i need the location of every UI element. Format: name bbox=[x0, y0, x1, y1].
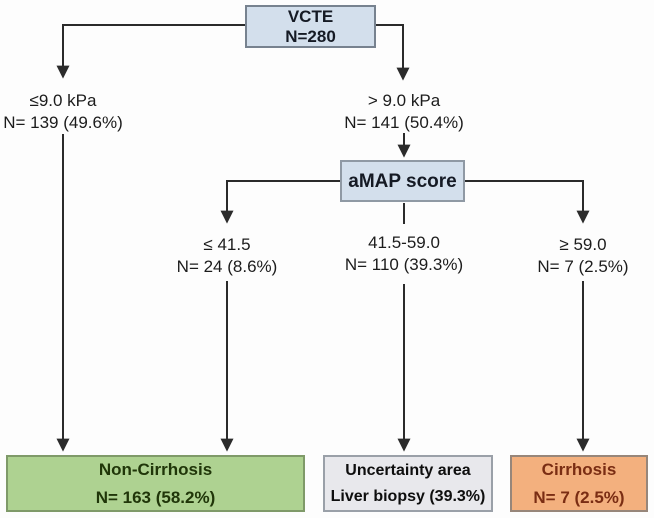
sub-low-count: N= 24 (8.6%) bbox=[176, 257, 278, 276]
connector-root-to-low bbox=[56, 24, 245, 79]
outcome-uncertainty-node: Uncertainty area Liver biopsy (39.3%) bbox=[323, 455, 493, 512]
outcome-noncirrhosis-node: Non-Cirrhosis N= 163 (58.2%) bbox=[6, 455, 305, 512]
vcte-count: N=280 bbox=[285, 26, 336, 46]
branch-high-threshold: > 9.0 kPa bbox=[367, 91, 441, 110]
amap-title: aMAP score bbox=[348, 170, 457, 192]
noncirrhosis-title: Non-Cirrhosis bbox=[98, 459, 213, 479]
sub-high-threshold: ≥ 59.0 bbox=[559, 235, 607, 254]
connector-amap-to-sublow bbox=[220, 180, 340, 224]
cirrhosis-count: N= 7 (2.5%) bbox=[533, 487, 625, 507]
sub-branch-label-mid: 41.5-59.0 N= 110 (39.3%) bbox=[314, 232, 494, 276]
sub-mid-count: N= 110 (39.3%) bbox=[344, 255, 464, 274]
noncirrhosis-count: N= 163 (58.2%) bbox=[95, 487, 216, 507]
connector-root-to-high bbox=[376, 24, 410, 81]
branch-low-threshold: ≤9.0 kPa bbox=[29, 91, 97, 110]
uncertainty-title: Uncertainty area bbox=[345, 461, 471, 479]
vcte-node: VCTE N=280 bbox=[245, 5, 376, 48]
connector-amap-to-subhigh bbox=[465, 180, 590, 224]
sub-low-threshold: ≤ 41.5 bbox=[203, 235, 251, 254]
cirrhosis-title: Cirrhosis bbox=[541, 459, 617, 479]
outcome-cirrhosis-node: Cirrhosis N= 7 (2.5%) bbox=[510, 455, 648, 512]
branch-label-high-kpa: > 9.0 kPa N= 141 (50.4%) bbox=[314, 90, 494, 134]
sub-branch-label-low: ≤ 41.5 N= 24 (8.6%) bbox=[137, 234, 317, 278]
branch-label-low-kpa: ≤9.0 kPa N= 139 (49.6%) bbox=[0, 90, 153, 134]
sub-high-count: N= 7 (2.5%) bbox=[537, 257, 629, 276]
amap-score-node: aMAP score bbox=[340, 160, 465, 202]
branch-high-count: N= 141 (50.4%) bbox=[344, 113, 464, 132]
sub-mid-threshold: 41.5-59.0 bbox=[368, 233, 440, 252]
vcte-title: VCTE bbox=[287, 6, 334, 26]
uncertainty-subtitle: Liver biopsy (39.3%) bbox=[330, 487, 486, 505]
branch-low-count: N= 139 (49.6%) bbox=[3, 113, 123, 132]
sub-branch-label-high: ≥ 59.0 N= 7 (2.5%) bbox=[493, 234, 654, 278]
